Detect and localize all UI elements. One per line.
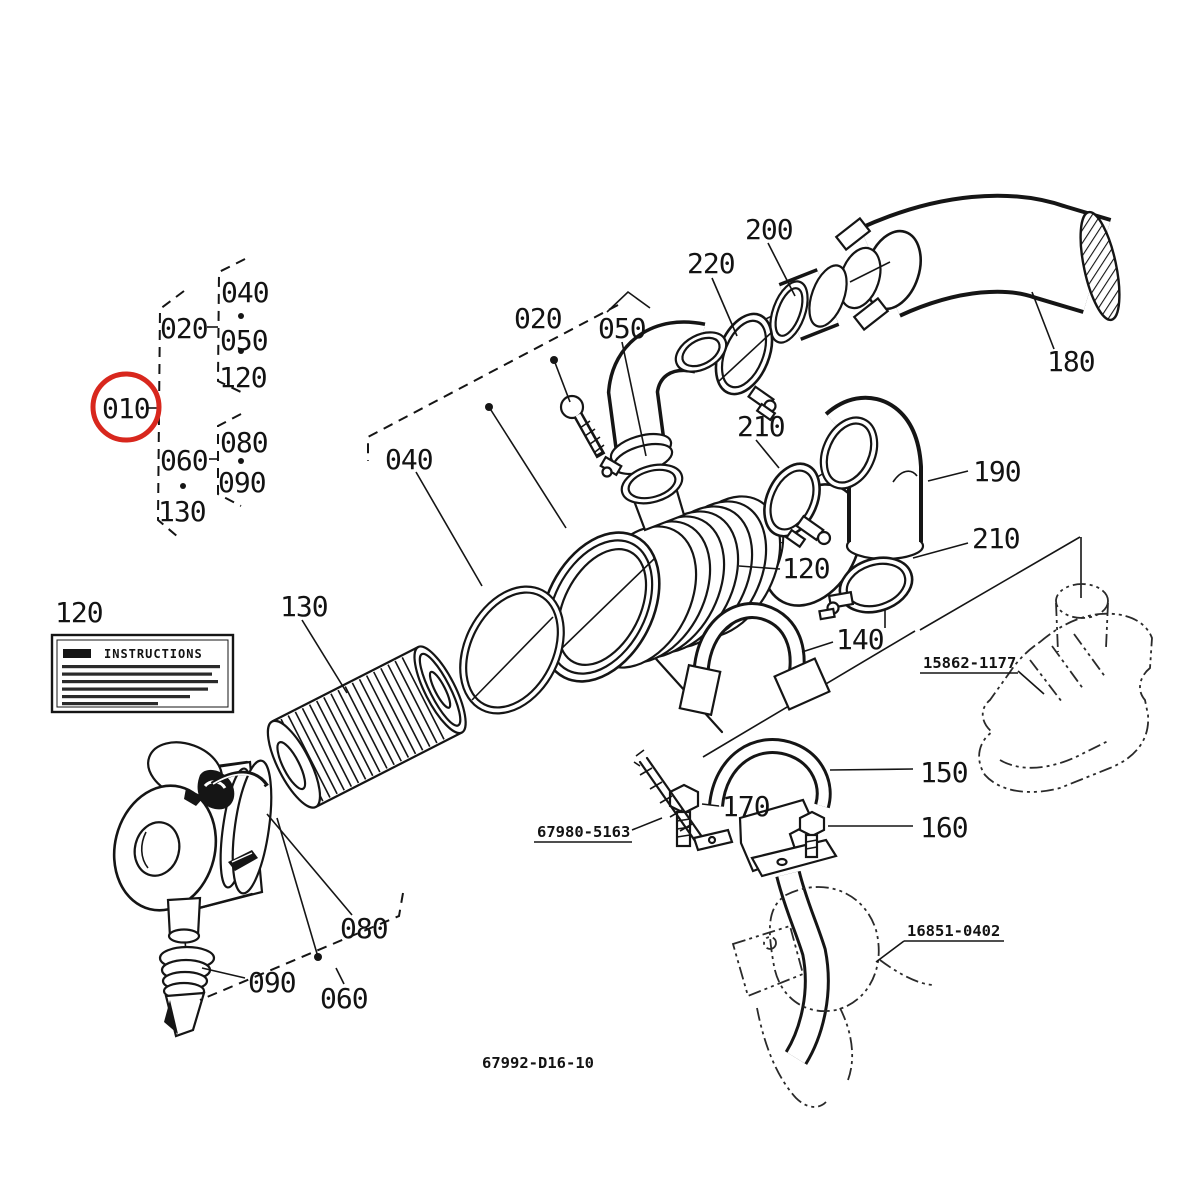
callout-210-upper: 210 <box>737 410 785 443</box>
callout-160: 160 <box>920 811 968 844</box>
hose-cut-end <box>1079 210 1121 322</box>
part-number-stay: 67980-5163 <box>537 823 630 841</box>
cover-drum-080 <box>112 741 273 944</box>
assembly-reference-tree: 010 020 040 050 120 060 080 090 130 <box>90 258 270 538</box>
callout-labels: 020 050 220 200 180 210 190 210 040 120 … <box>248 213 1096 1015</box>
callout-120-decal: 120 <box>55 596 103 629</box>
callout-170: 170 <box>722 790 770 823</box>
callout-150: 150 <box>920 756 968 789</box>
bolt-170 <box>668 783 700 848</box>
callout-210-lower: 210 <box>972 522 1020 555</box>
band-strap-140 <box>678 602 831 717</box>
callout-leaders <box>199 242 1055 1001</box>
red-highlight-circle-010 <box>90 371 162 443</box>
o-ring-040 <box>459 585 565 715</box>
filter-element-130 <box>266 645 467 809</box>
callout-140: 140 <box>836 623 884 656</box>
callout-180: 180 <box>1047 345 1095 378</box>
clamp-210-upper <box>763 462 832 549</box>
callout-190: 190 <box>973 455 1021 488</box>
tree-callout-090: 090 <box>218 466 266 499</box>
bolt-160 <box>798 810 826 859</box>
engine-phantom <box>731 886 936 1108</box>
tree-callout-020: 020 <box>160 312 208 345</box>
instructions-decal: 120 INSTRUCTIONS <box>50 596 235 714</box>
hose-connector <box>834 216 922 332</box>
intake-manifold-phantom <box>978 583 1153 793</box>
callout-120-body: 120 <box>782 552 830 585</box>
tree-callout-120: 120 <box>219 361 267 394</box>
part-number-manifold: 15862-1177 <box>923 654 1016 672</box>
tree-callout-010: 010 <box>102 392 150 425</box>
callout-020: 020 <box>514 302 562 335</box>
callout-200: 200 <box>745 213 793 246</box>
callout-050: 050 <box>598 312 646 345</box>
stay-rod-67980-5163 <box>633 749 734 852</box>
clamp-210-lower <box>818 556 914 621</box>
elbow-boot-190 <box>819 395 925 561</box>
callout-040: 040 <box>385 443 433 476</box>
tree-callout-080: 080 <box>220 426 268 459</box>
air-cleaner-body-120 <box>539 463 863 683</box>
part-number-engine: 16851-0402 <box>907 922 1000 940</box>
callout-080: 080 <box>340 912 388 945</box>
callout-220: 220 <box>687 247 735 280</box>
elbow-mount-screw <box>559 394 606 459</box>
tree-callout-130: 130 <box>158 495 206 528</box>
callout-060: 060 <box>320 982 368 1015</box>
callout-090: 090 <box>248 966 296 999</box>
callout-130: 130 <box>280 590 328 623</box>
tree-callout-040: 040 <box>221 276 269 309</box>
tree-callout-060: 060 <box>160 444 208 477</box>
part-number-labels: 15862-1177 67980-5163 16851-0402 67992-D… <box>482 654 1018 1072</box>
dust-cup-090 <box>158 937 216 1038</box>
diagram-code: 67992-D16-10 <box>482 1054 594 1072</box>
intake-elbow-050 <box>599 320 728 478</box>
tree-callout-050: 050 <box>220 324 268 357</box>
hose-sleeve-200 <box>769 264 848 344</box>
decal-title: INSTRUCTIONS <box>104 647 203 661</box>
